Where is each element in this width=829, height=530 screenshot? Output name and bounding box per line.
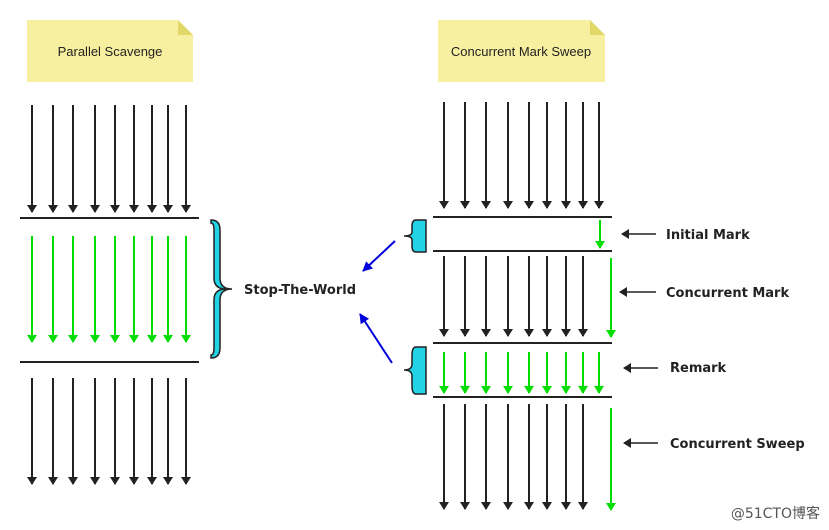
parallel-scavenge-note: Parallel Scavenge (27, 20, 193, 82)
remark-label: Remark (670, 361, 727, 376)
cms-note: Concurrent Mark Sweep (438, 20, 605, 82)
remark-brace (403, 346, 427, 395)
concurrent-sweep-label: Concurrent Sweep (670, 437, 805, 452)
initial-mark-label: Initial Mark (666, 228, 750, 243)
parallel-scavenge-threads (27, 105, 191, 485)
cms-title: Concurrent Mark Sweep (451, 44, 591, 59)
watermark: @51CTO博客 (731, 505, 820, 522)
concurrent-mark-label: Concurrent Mark (666, 286, 789, 301)
stop-the-world-brace-left (210, 219, 233, 359)
stop-the-world-label: Stop-The-World (244, 283, 356, 298)
pointer-to-remark (359, 313, 393, 364)
pointer-to-initial-mark (362, 240, 396, 272)
initial-mark-brace (403, 219, 427, 253)
cms-threads (439, 102, 616, 511)
parallel-scavenge-title: Parallel Scavenge (58, 44, 163, 59)
